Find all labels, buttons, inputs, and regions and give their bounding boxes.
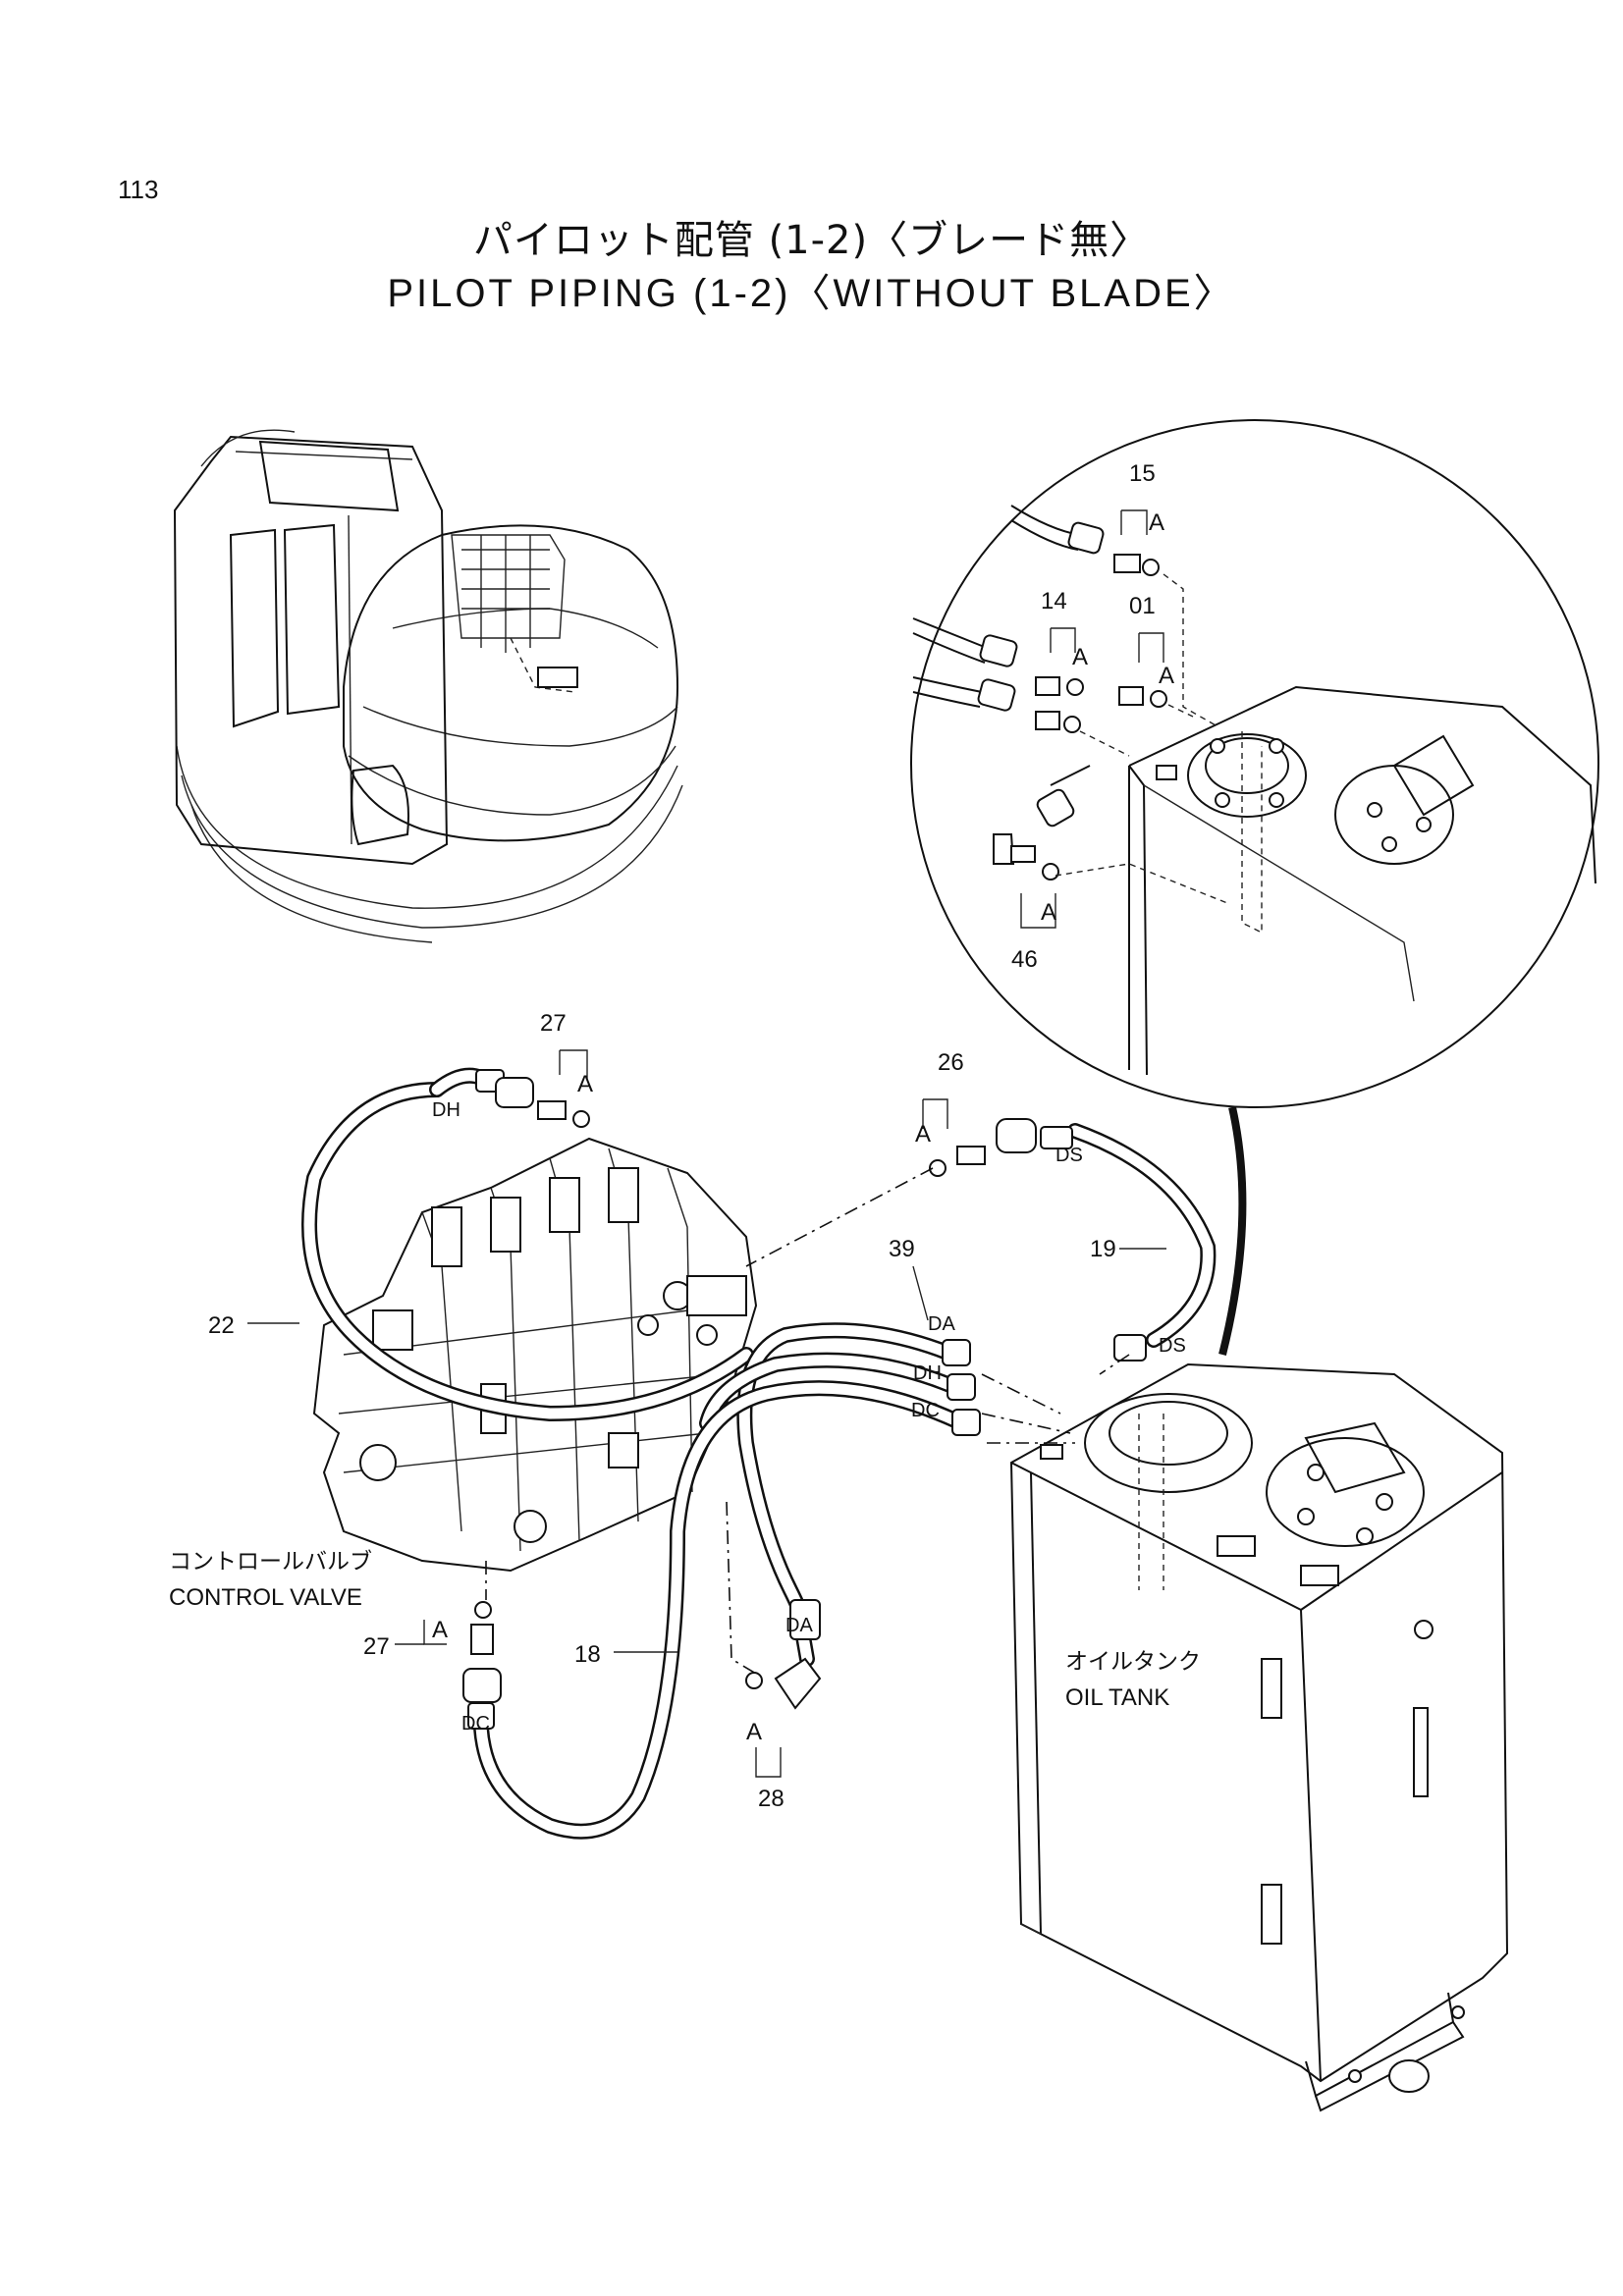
control-valve-label-en: CONTROL VALVE: [169, 1584, 362, 1611]
page-number: 113: [118, 175, 159, 204]
hose-end-dh-tank: DH: [913, 1362, 942, 1384]
title-english: PILOT PIPING (1-2)〈WITHOUT BLADE〉: [387, 272, 1236, 315]
hose-end-da-lower: DA: [785, 1615, 813, 1636]
marker-a-26: A: [915, 1121, 931, 1148]
marker-a-14: A: [1072, 644, 1088, 670]
marker-a-46: A: [1041, 899, 1056, 926]
part-01-label: 01: [1129, 593, 1156, 619]
part-39-label: 39: [889, 1236, 915, 1262]
part-18-label: 18: [574, 1641, 601, 1668]
part-19-label: 19: [1090, 1236, 1116, 1262]
hoses: [301, 1067, 1217, 1840]
marker-a-28: A: [746, 1719, 762, 1745]
title-japanese: パイロット配管 (1-2)〈ブレード無〉: [472, 218, 1151, 263]
marker-a-27-top: A: [577, 1071, 593, 1097]
hose-end-ds-lower: DS: [1159, 1335, 1186, 1357]
part-15-label: 15: [1129, 460, 1156, 487]
oil-tank-label-en: OIL TANK: [1065, 1684, 1169, 1711]
control-valve-label-jp: コントロールバルブ: [169, 1549, 372, 1575]
hose-end-dc-bottom: DC: [461, 1713, 490, 1735]
hose-end-dc-tank: DC: [911, 1400, 940, 1421]
hose-end-dh-22: DH: [432, 1099, 460, 1121]
hose-end-da-upper: DA: [928, 1313, 955, 1335]
fittings: [247, 1049, 1166, 1778]
excavator-overview: [173, 429, 683, 943]
detail-view-circle: [910, 419, 1599, 1356]
part-46-label: 46: [1011, 946, 1038, 973]
part-27-top-label: 27: [540, 1010, 567, 1037]
marker-a-27-bottom: A: [432, 1617, 448, 1643]
part-14-label: 14: [1041, 588, 1067, 614]
marker-a-15: A: [1149, 509, 1164, 536]
part-27-bottom-label: 27: [363, 1633, 390, 1660]
hose-end-ds-upper: DS: [1055, 1145, 1083, 1166]
part-28-label: 28: [758, 1786, 784, 1812]
labels: 15 A 14 A 01 A A 46 27 A DH 26 A DS 39 1…: [169, 460, 1201, 1812]
oil-tank-label-jp: オイルタンク: [1065, 1649, 1201, 1675]
part-26-label: 26: [938, 1049, 964, 1076]
part-22-label: 22: [208, 1312, 235, 1339]
marker-a-01: A: [1159, 663, 1174, 689]
oil-tank-drawing: [1009, 1362, 1509, 2112]
